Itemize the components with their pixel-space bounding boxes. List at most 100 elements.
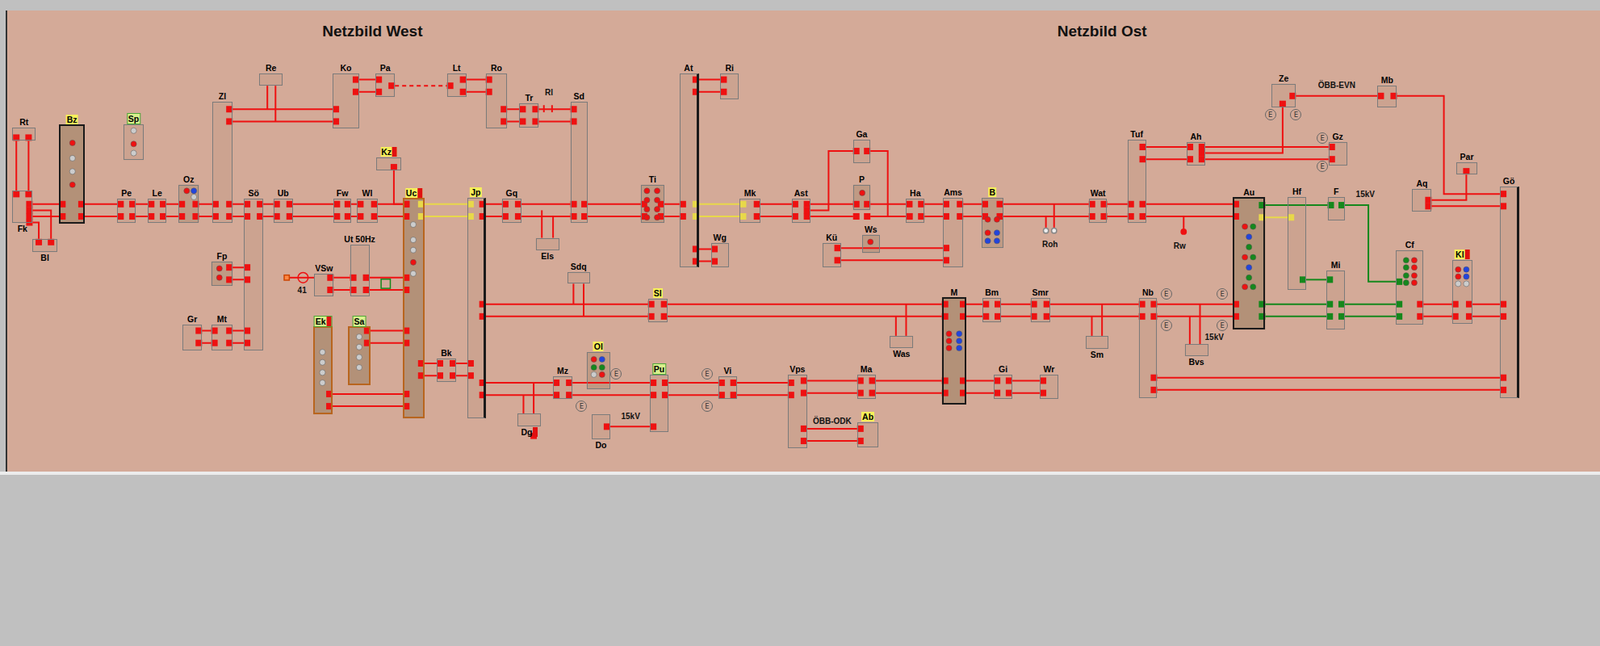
station-label: Gq [505, 188, 520, 198]
box-fill [447, 73, 467, 97]
box-fill [147, 198, 167, 222]
status-dot [410, 221, 416, 228]
terminal-block [502, 201, 509, 208]
terminal-block [375, 76, 382, 84]
power-line [610, 425, 650, 428]
terminal-block [1150, 313, 1157, 320]
station-label: Mk [743, 188, 758, 198]
tap-line [289, 276, 315, 279]
station-box: Pu [649, 374, 669, 432]
power-line [135, 204, 148, 217]
terminal-block [1452, 313, 1459, 320]
terminal-block [500, 117, 507, 125]
status-dot [946, 344, 952, 351]
terminal-block [332, 105, 340, 113]
terminal-block [1338, 313, 1345, 320]
status-dot [191, 193, 197, 200]
box-fill [853, 184, 871, 211]
terminal-block [286, 201, 294, 208]
station-box: Wl [356, 198, 377, 222]
status-dot [356, 343, 362, 350]
status-dot [1250, 223, 1257, 230]
power-line [1431, 205, 1500, 207]
terminal-block [1338, 201, 1345, 209]
station-box: Bm [982, 297, 1002, 323]
terminal-block [352, 76, 360, 84]
station-label: Wr [1042, 364, 1056, 374]
station-label: Tuf [1129, 129, 1144, 139]
terminal-block [1327, 201, 1335, 209]
station-label: P [858, 174, 866, 185]
terminal-block [344, 213, 352, 220]
terminal-block [500, 105, 507, 113]
box-fill [347, 326, 371, 385]
box-fill [123, 124, 144, 160]
status-dot [598, 364, 605, 371]
station-label: Par [1459, 151, 1475, 162]
box-fill [1271, 83, 1296, 108]
terminal-block [12, 134, 20, 141]
status-dot [1463, 273, 1470, 280]
terminal-block [1416, 313, 1424, 320]
terminal-block [804, 206, 811, 214]
tap-stubs [267, 85, 1200, 414]
terminal-block [243, 276, 251, 283]
panel-bottom-line [0, 471, 1600, 475]
terminal-block [800, 425, 808, 432]
box-fill [211, 324, 234, 351]
terminal-block [226, 276, 233, 283]
power-line [1146, 204, 1233, 217]
station-label: Sl [653, 288, 663, 298]
terminal-block [226, 327, 233, 335]
power-line [807, 380, 858, 393]
terminal-block [917, 201, 925, 208]
terminal-block [787, 391, 795, 398]
station-box: Ri [720, 73, 739, 100]
station-box: Au [1232, 196, 1265, 330]
box-fill [1287, 196, 1307, 290]
box-fill [1232, 196, 1265, 330]
terminal-block [753, 201, 761, 208]
box-fill [182, 324, 202, 351]
power-line [538, 108, 570, 122]
station-label: Mz [556, 365, 570, 376]
box-fill [519, 103, 539, 128]
station-label: Sdq [569, 261, 588, 272]
box-fill [981, 197, 1004, 248]
station-label: Ro [490, 62, 503, 73]
device-symbol [284, 275, 290, 281]
annotation-label: 15kV [1205, 332, 1224, 343]
box-fill [356, 198, 377, 222]
terminal-block [436, 360, 444, 367]
terminal-block [147, 201, 155, 208]
station-box: Ab [857, 422, 880, 447]
status-dot [956, 330, 963, 337]
terminal-block [863, 213, 871, 220]
station-label: Tr [523, 92, 534, 103]
terminal-block [195, 327, 202, 335]
box-fill [1185, 343, 1209, 357]
terminal-block [1139, 313, 1146, 320]
power-line [1003, 204, 1090, 217]
station-label: Els [540, 251, 555, 261]
earth-marker: E [1316, 160, 1328, 172]
status-dot [319, 379, 326, 386]
station-box: Kü [822, 242, 842, 268]
status-dot [356, 354, 362, 361]
annotation-label: 15kV [620, 411, 640, 422]
station-box: Gq [502, 198, 522, 222]
power-line [456, 363, 468, 376]
terminal-block [467, 372, 474, 379]
terminal-block [1039, 376, 1047, 384]
status-dot [410, 247, 416, 253]
station-box: Sdq [567, 272, 591, 284]
box-fill [679, 73, 700, 268]
status-dot [410, 259, 416, 265]
terminal-block [371, 201, 378, 208]
terminal-block [363, 274, 370, 281]
terminal-block [25, 190, 32, 197]
station-label: Pa [379, 62, 392, 73]
status-dot [356, 364, 362, 371]
box-fill [1186, 142, 1206, 166]
